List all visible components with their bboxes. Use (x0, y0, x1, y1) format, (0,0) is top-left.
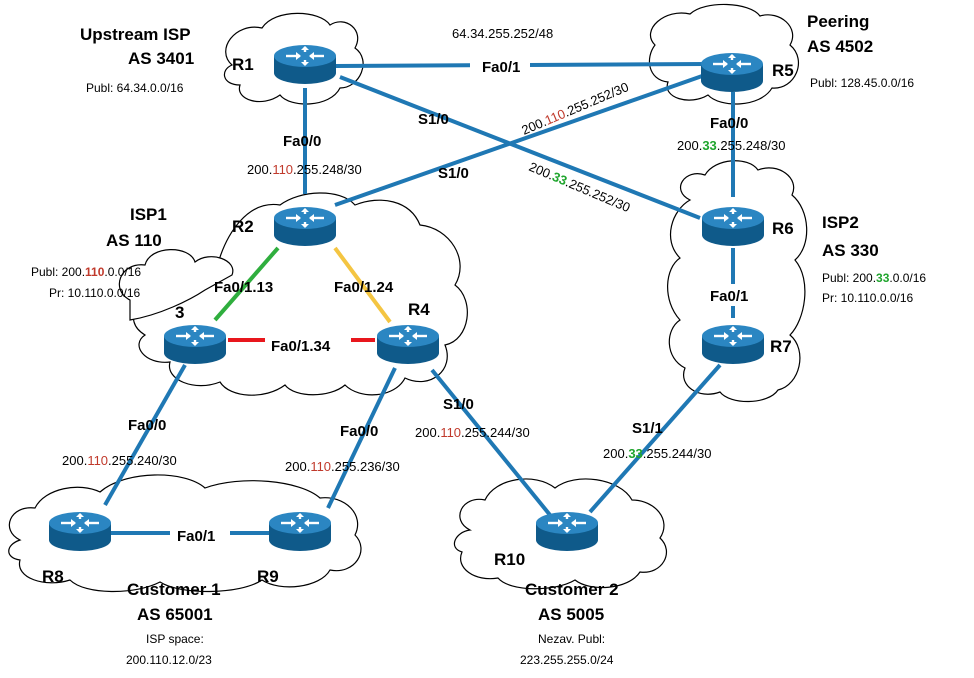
router-r5[interactable] (699, 51, 765, 94)
iface-r1-r5: Fa0/1 (482, 59, 520, 76)
router-r7[interactable] (700, 323, 766, 366)
link-r2-r3 (213, 246, 280, 322)
upstream-as: AS 3401 (128, 49, 194, 68)
links (103, 62, 735, 535)
net-r3-r8: 200.110.255.240/30 (62, 453, 177, 468)
router-label-r4: R4 (408, 300, 430, 319)
router-label-r5: R5 (772, 61, 794, 80)
router-r6[interactable] (700, 205, 766, 248)
peering-title: Peering (807, 12, 869, 31)
iface-r3-fa00: Fa0/0 (128, 417, 166, 434)
iface-r3-r4: Fa0/1.34 (271, 338, 331, 355)
upstream-title: Upstream ISP (80, 25, 191, 44)
peering-publ: Publ: 128.45.0.0/16 (810, 76, 914, 90)
router-label-r10: R10 (494, 550, 525, 569)
customer2-space: 223.255.255.0/24 (520, 653, 614, 667)
isp2-title: ISP2 (822, 213, 859, 232)
router-r8[interactable] (47, 510, 113, 553)
link-r2-r4 (333, 246, 392, 324)
link-r3-r8 (103, 364, 187, 506)
customer2-title: Customer 2 (525, 580, 619, 599)
iface-r1-fa00: Fa0/0 (283, 133, 321, 150)
router-r3[interactable] (162, 323, 228, 366)
customer1-as: AS 65001 (137, 605, 213, 624)
iface-r4-s10: S1/0 (443, 396, 474, 413)
link-r4-r9 (326, 367, 397, 509)
isp1-title: ISP1 (130, 205, 167, 224)
customer1-title: Customer 1 (127, 580, 221, 599)
cloud-isp1-ext (118, 249, 234, 321)
iface-r6-r7: Fa0/1 (710, 288, 748, 305)
router-label-r3: 3 (175, 303, 184, 322)
net-r7-r10: 200.33.255.244/30 (603, 446, 711, 461)
iface-r4-fa00: Fa0/0 (340, 423, 378, 440)
net-r4-r9: 200.110.255.236/30 (285, 459, 400, 474)
isp1-publ: Publ: 200.110.0.0/16 (31, 265, 141, 279)
iface-r1-s10: S1/0 (418, 111, 449, 128)
link-r1-r6 (339, 75, 701, 220)
isp2-as: AS 330 (822, 241, 879, 260)
isp1-as: AS 110 (106, 231, 162, 250)
iface-r5-fa00: Fa0/0 (710, 115, 748, 132)
link-r4-r10 (430, 368, 552, 517)
peering-as: AS 4502 (807, 37, 873, 56)
cloud-isp2 (667, 160, 808, 403)
isp2-publ: Publ: 200.33.0.0/16 (822, 271, 926, 285)
iface-r2-r4: Fa0/1.24 (334, 279, 394, 296)
net-r5-r6: 200.33.255.248/30 (677, 138, 785, 153)
router-label-r1: R1 (232, 55, 254, 74)
isp2-private: Pr: 10.110.0.0/16 (822, 291, 914, 305)
customer2-as: AS 5005 (538, 605, 604, 624)
router-label-r7: R7 (770, 337, 792, 356)
customer2-space-label: Nezav. Publ: (538, 632, 605, 646)
isp1-private: Pr: 10.110.0.0/16 (49, 286, 141, 300)
link-r2-r5 (334, 73, 706, 207)
router-r2[interactable] (272, 205, 338, 248)
router-r10[interactable] (534, 510, 600, 553)
router-label-r8: R8 (42, 567, 64, 586)
iface-r2-s10: S1/0 (438, 165, 469, 182)
router-r1[interactable] (272, 43, 338, 86)
customer1-space-label: ISP space: (146, 632, 204, 646)
upstream-publ: Publ: 64.34.0.0/16 (86, 81, 184, 95)
customer1-space: 200.110.12.0/23 (126, 653, 212, 667)
iface-r8-r9: Fa0/1 (177, 528, 215, 545)
router-label-r6: R6 (772, 219, 794, 238)
router-r4[interactable] (375, 323, 441, 366)
router-label-r9: R9 (257, 567, 279, 586)
router-label-r2: R2 (232, 217, 254, 236)
net-r1-r2: 200.110.255.248/30 (247, 162, 362, 177)
interface-labels: Fa0/1 Fa0/0 S1/0 S1/0 Fa0/1.13 Fa0/1.24 … (128, 55, 761, 547)
router-r9[interactable] (267, 510, 333, 553)
iface-r2-r3: Fa0/1.13 (214, 279, 273, 296)
net-r1-r5: 64.34.255.252/48 (452, 26, 553, 41)
link-r7-r10 (588, 363, 722, 514)
net-r4-r10: 200.110.255.244/30 (415, 425, 530, 440)
iface-r7-s11: S1/1 (632, 420, 663, 437)
